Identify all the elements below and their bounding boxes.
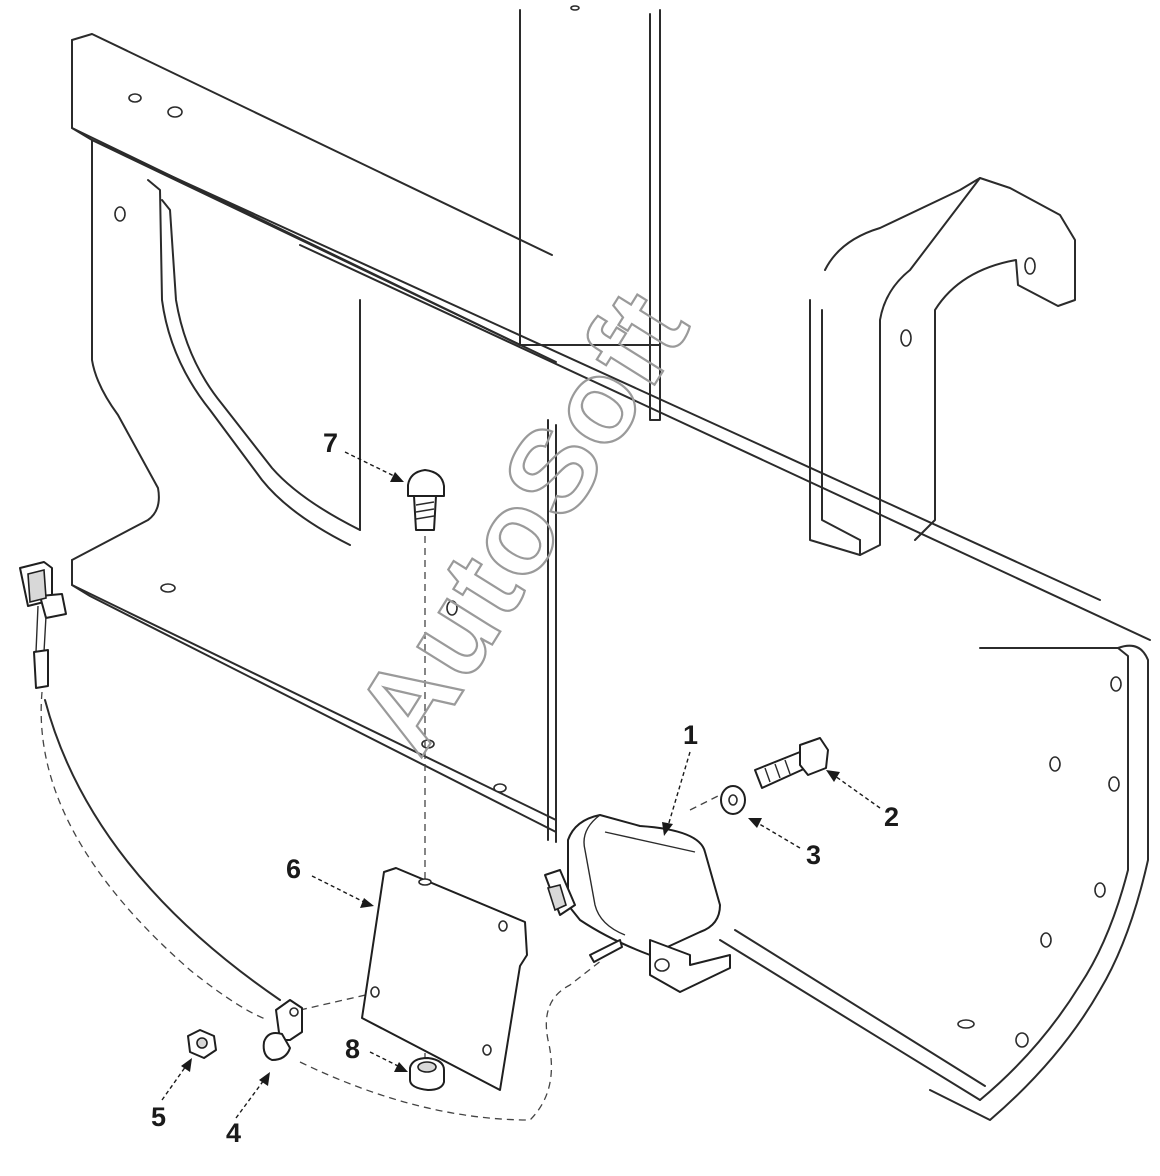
watermark-text: AutoSoft [330,268,714,774]
part-7-bolt [407,469,445,531]
callout-3: 3 [748,818,821,870]
callout-1: 1 [662,720,698,836]
part-1-buzzer [544,814,731,993]
callout-8: 8 [345,1034,408,1072]
part-3-washer [720,785,746,815]
callout-7-label: 7 [323,428,338,458]
part-4-cable-clamp [262,999,303,1061]
part-6-mounting-plate [361,867,528,1091]
callout-8-label: 8 [345,1034,360,1064]
callout-3-label: 3 [806,840,821,870]
callout-2-label: 2 [884,802,899,832]
callout-4-label: 4 [226,1118,241,1148]
part-5-nut [187,1029,217,1059]
callout-5: 5 [151,1058,192,1132]
callout-5-label: 5 [151,1102,166,1132]
callout-4: 4 [226,1072,270,1148]
chassis-frame [44,5,1151,1121]
part-8-spacer [409,1057,445,1091]
callout-1-label: 1 [683,720,698,750]
callout-6-label: 6 [286,854,301,884]
callout-7: 7 [323,428,404,482]
callout-2: 2 [826,770,899,832]
part-2-bolt [754,737,829,789]
wiring-harness-connector [19,561,67,689]
callout-6: 6 [286,854,374,908]
